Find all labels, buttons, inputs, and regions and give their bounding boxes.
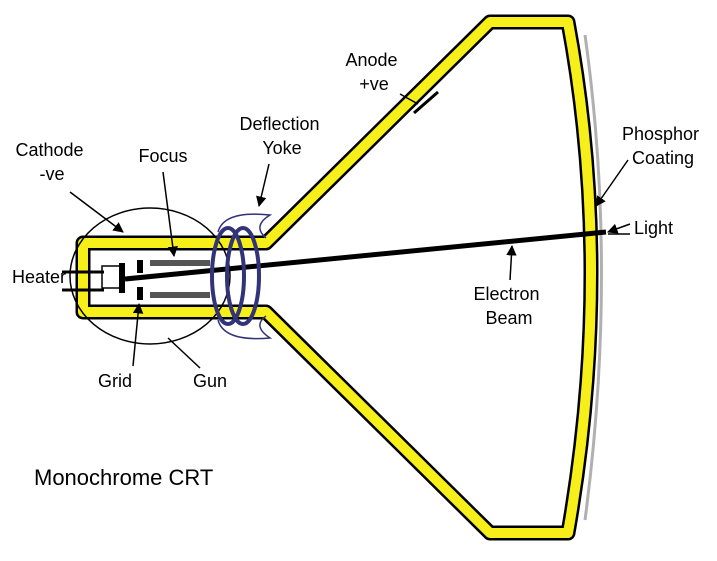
grid-arrow (132, 302, 144, 367)
phosphor-arrow (595, 159, 629, 207)
heater-element (101, 265, 121, 289)
beam-arrow (506, 244, 517, 281)
yoke-coil-right (225, 226, 261, 326)
anode-connector (413, 90, 439, 115)
grid-top (137, 260, 143, 273)
tube-glass (78, 17, 596, 538)
label-gun: Gun (193, 371, 227, 391)
label-phosphor-coating: Phosphor Coating (622, 124, 704, 168)
cathode-arrow (69, 191, 124, 233)
label-electron-beam: Electron Beam (473, 284, 544, 328)
grid-bottom (137, 287, 143, 300)
focus-arrow (162, 171, 178, 258)
tube-envelope (75, 14, 599, 541)
focus-plate-bottom (150, 292, 210, 298)
label-light: Light (634, 218, 673, 238)
leader-lines (69, 93, 631, 369)
yoke-bottom-loop (217, 315, 273, 340)
label-cathode: Cathode -ve (15, 140, 88, 184)
gun-circle (69, 207, 231, 345)
electron-beam (124, 229, 607, 282)
label-heater: Heater (12, 267, 66, 287)
label-anode: Anode +ve (345, 50, 402, 94)
diagram-title: Monochrome CRT (34, 465, 213, 490)
label-focus: Focus (138, 146, 187, 166)
gun-arrow (167, 337, 201, 369)
yoke-coil-left (210, 226, 246, 326)
label-deflection-yoke: Deflection Yoke (239, 114, 324, 158)
label-grid: Grid (98, 371, 132, 391)
focus-plate-top (150, 260, 210, 266)
cathode-plate (119, 263, 125, 293)
phosphor-coating (583, 34, 603, 521)
deflection-yoke (210, 213, 273, 340)
light-arrow (607, 223, 631, 234)
deflection-arrow (256, 163, 270, 208)
yoke-top-loop (217, 213, 273, 239)
anode-leader (399, 93, 419, 105)
